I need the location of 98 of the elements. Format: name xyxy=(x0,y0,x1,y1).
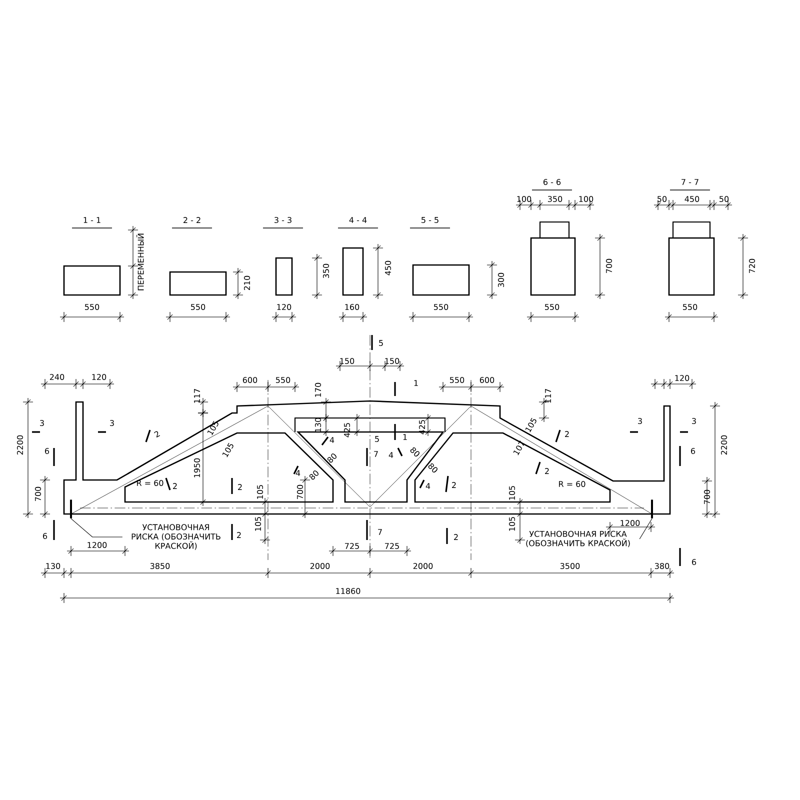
dimension-label: 80 xyxy=(309,470,318,480)
dimension-label: 2200 xyxy=(16,435,24,455)
section-title: 3 - 3 xyxy=(262,216,304,228)
note-label: R = 60 xyxy=(559,480,586,488)
section-title: 7 - 7 xyxy=(670,179,710,190)
dimension-label: 170 xyxy=(314,382,322,397)
dimension-label: 11860 xyxy=(336,588,360,594)
dimension-label: 700 xyxy=(606,258,612,273)
section-mark-label: 6 xyxy=(45,448,50,454)
section-mark-label: 4 xyxy=(330,437,334,443)
section-mark-label: 4 xyxy=(426,483,430,489)
dimension-label: 105 xyxy=(508,486,516,500)
section-mark-label: 5 xyxy=(375,436,379,442)
dimension-label: 1200 xyxy=(620,520,640,526)
dimension-label: 50 xyxy=(720,196,729,202)
dimension-label: 350 xyxy=(548,196,562,202)
section-mark-label: 3 xyxy=(110,420,114,426)
dimension-label: 1200 xyxy=(88,542,107,548)
section-mark-label: 1 xyxy=(403,434,407,440)
section-mark-label: 2 xyxy=(545,468,549,474)
leader-line xyxy=(70,518,123,538)
dimension-label: 300 xyxy=(498,272,504,288)
dimension-label: 105 xyxy=(508,517,516,531)
dimension-label: 725 xyxy=(385,542,399,550)
dimension-label: 600 xyxy=(480,376,494,384)
section-mark-label: 2 xyxy=(565,431,569,437)
dimension-label: 700 xyxy=(704,490,710,504)
dimension-label: 3850 xyxy=(150,562,170,570)
dimension-label: 105 xyxy=(256,485,264,499)
section-mark-label: 2 xyxy=(454,534,458,540)
dimension-label: 700 xyxy=(34,486,42,501)
section-mark-label: 2 xyxy=(452,482,456,488)
leader-line xyxy=(639,518,652,540)
section-mark-label: 7 xyxy=(378,529,382,535)
dimension-label: 117 xyxy=(194,389,200,403)
dimension-label: 550 xyxy=(434,304,448,310)
dimension-label: 80 xyxy=(410,447,420,456)
section-mark-label: 2 xyxy=(237,532,241,538)
installation-mark xyxy=(651,500,653,518)
dimension-label: 450 xyxy=(384,260,392,276)
dimension-label: 120 xyxy=(92,374,106,380)
dimension-label: 130 xyxy=(46,562,60,570)
dimension-label: 550 xyxy=(276,376,290,384)
dimension-label: 50 xyxy=(658,196,667,202)
dimension-label: 80 xyxy=(327,454,336,463)
section-mark-label: 6 xyxy=(692,558,696,566)
section-mark-label: 3 xyxy=(692,418,696,424)
installation-mark xyxy=(70,500,72,518)
section-mark-label: 1 xyxy=(414,380,418,386)
section-mark-label: 2 xyxy=(154,431,160,438)
section-mark-label: 2 xyxy=(173,483,177,489)
dimension-label: 2000 xyxy=(413,562,433,570)
section-mark-label: 3 xyxy=(638,418,642,424)
dimension-label: 1950 xyxy=(194,458,200,478)
dimension-label: 2200 xyxy=(720,435,728,455)
section-title: 2 - 2 xyxy=(172,217,212,228)
dimension-label: 550 xyxy=(683,304,698,310)
dimension-label: 120 xyxy=(277,304,292,310)
dimension-label: 160 xyxy=(345,304,360,310)
section-title: 4 - 4 xyxy=(338,217,378,228)
dimension-label: 120 xyxy=(675,374,690,382)
dimension-label: 720 xyxy=(748,258,756,273)
dimension-label: 550 xyxy=(85,304,100,310)
section-mark-label: 7 xyxy=(374,451,378,457)
note-label: ПЕРЕМЕННЫЙ xyxy=(136,234,144,290)
dimension-label: 3500 xyxy=(560,562,580,570)
section-mark-label: 4 xyxy=(388,452,394,458)
dimension-label: 105 xyxy=(254,517,262,531)
callout-text: УСТАНОВОЧНАЯ РИСКА (ОБОЗНАЧИТЬ КРАСКОЙ) xyxy=(132,524,220,550)
dimension-label: 700 xyxy=(296,484,304,499)
callout-text: УСТАНОВОЧНАЯ РИСКА (ОБОЗНАЧИТЬ КРАСКОЙ) xyxy=(526,530,630,548)
dimension-label: 550 xyxy=(450,376,464,384)
dimension-label: 100 xyxy=(579,196,594,202)
section-mark-label: 3 xyxy=(40,420,44,426)
dimension-label: 210 xyxy=(244,276,250,290)
section-mark-label: 5 xyxy=(379,340,383,346)
dimension-label: 150 xyxy=(340,358,354,364)
dimension-label: 150 xyxy=(385,358,400,364)
dimension-label: 425 xyxy=(344,423,350,438)
dimension-label: 117 xyxy=(545,389,551,403)
dimension-label: 550 xyxy=(191,304,206,310)
section-mark-label: 4 xyxy=(296,470,300,476)
dimension-label: 380 xyxy=(654,562,670,570)
section-title: 5 - 5 xyxy=(410,217,450,228)
section-mark-label: 6 xyxy=(43,532,48,540)
dimension-label: 240 xyxy=(50,374,64,380)
section-mark-label: 6 xyxy=(691,448,696,454)
dimension-label: 80 xyxy=(428,463,438,472)
dimension-label: 2000 xyxy=(310,562,330,570)
dimension-label: 725 xyxy=(345,542,359,550)
dimension-label: 450 xyxy=(684,196,700,202)
section-title: 6 - 6 xyxy=(532,178,572,190)
dimension-label: 100 xyxy=(517,196,532,202)
dimension-label: 600 xyxy=(242,376,258,384)
dimension-label: 550 xyxy=(545,304,560,310)
section-mark-label: 2 xyxy=(238,484,242,490)
dimension-label: 350 xyxy=(322,264,330,278)
section-title: 1 - 1 xyxy=(72,217,112,228)
